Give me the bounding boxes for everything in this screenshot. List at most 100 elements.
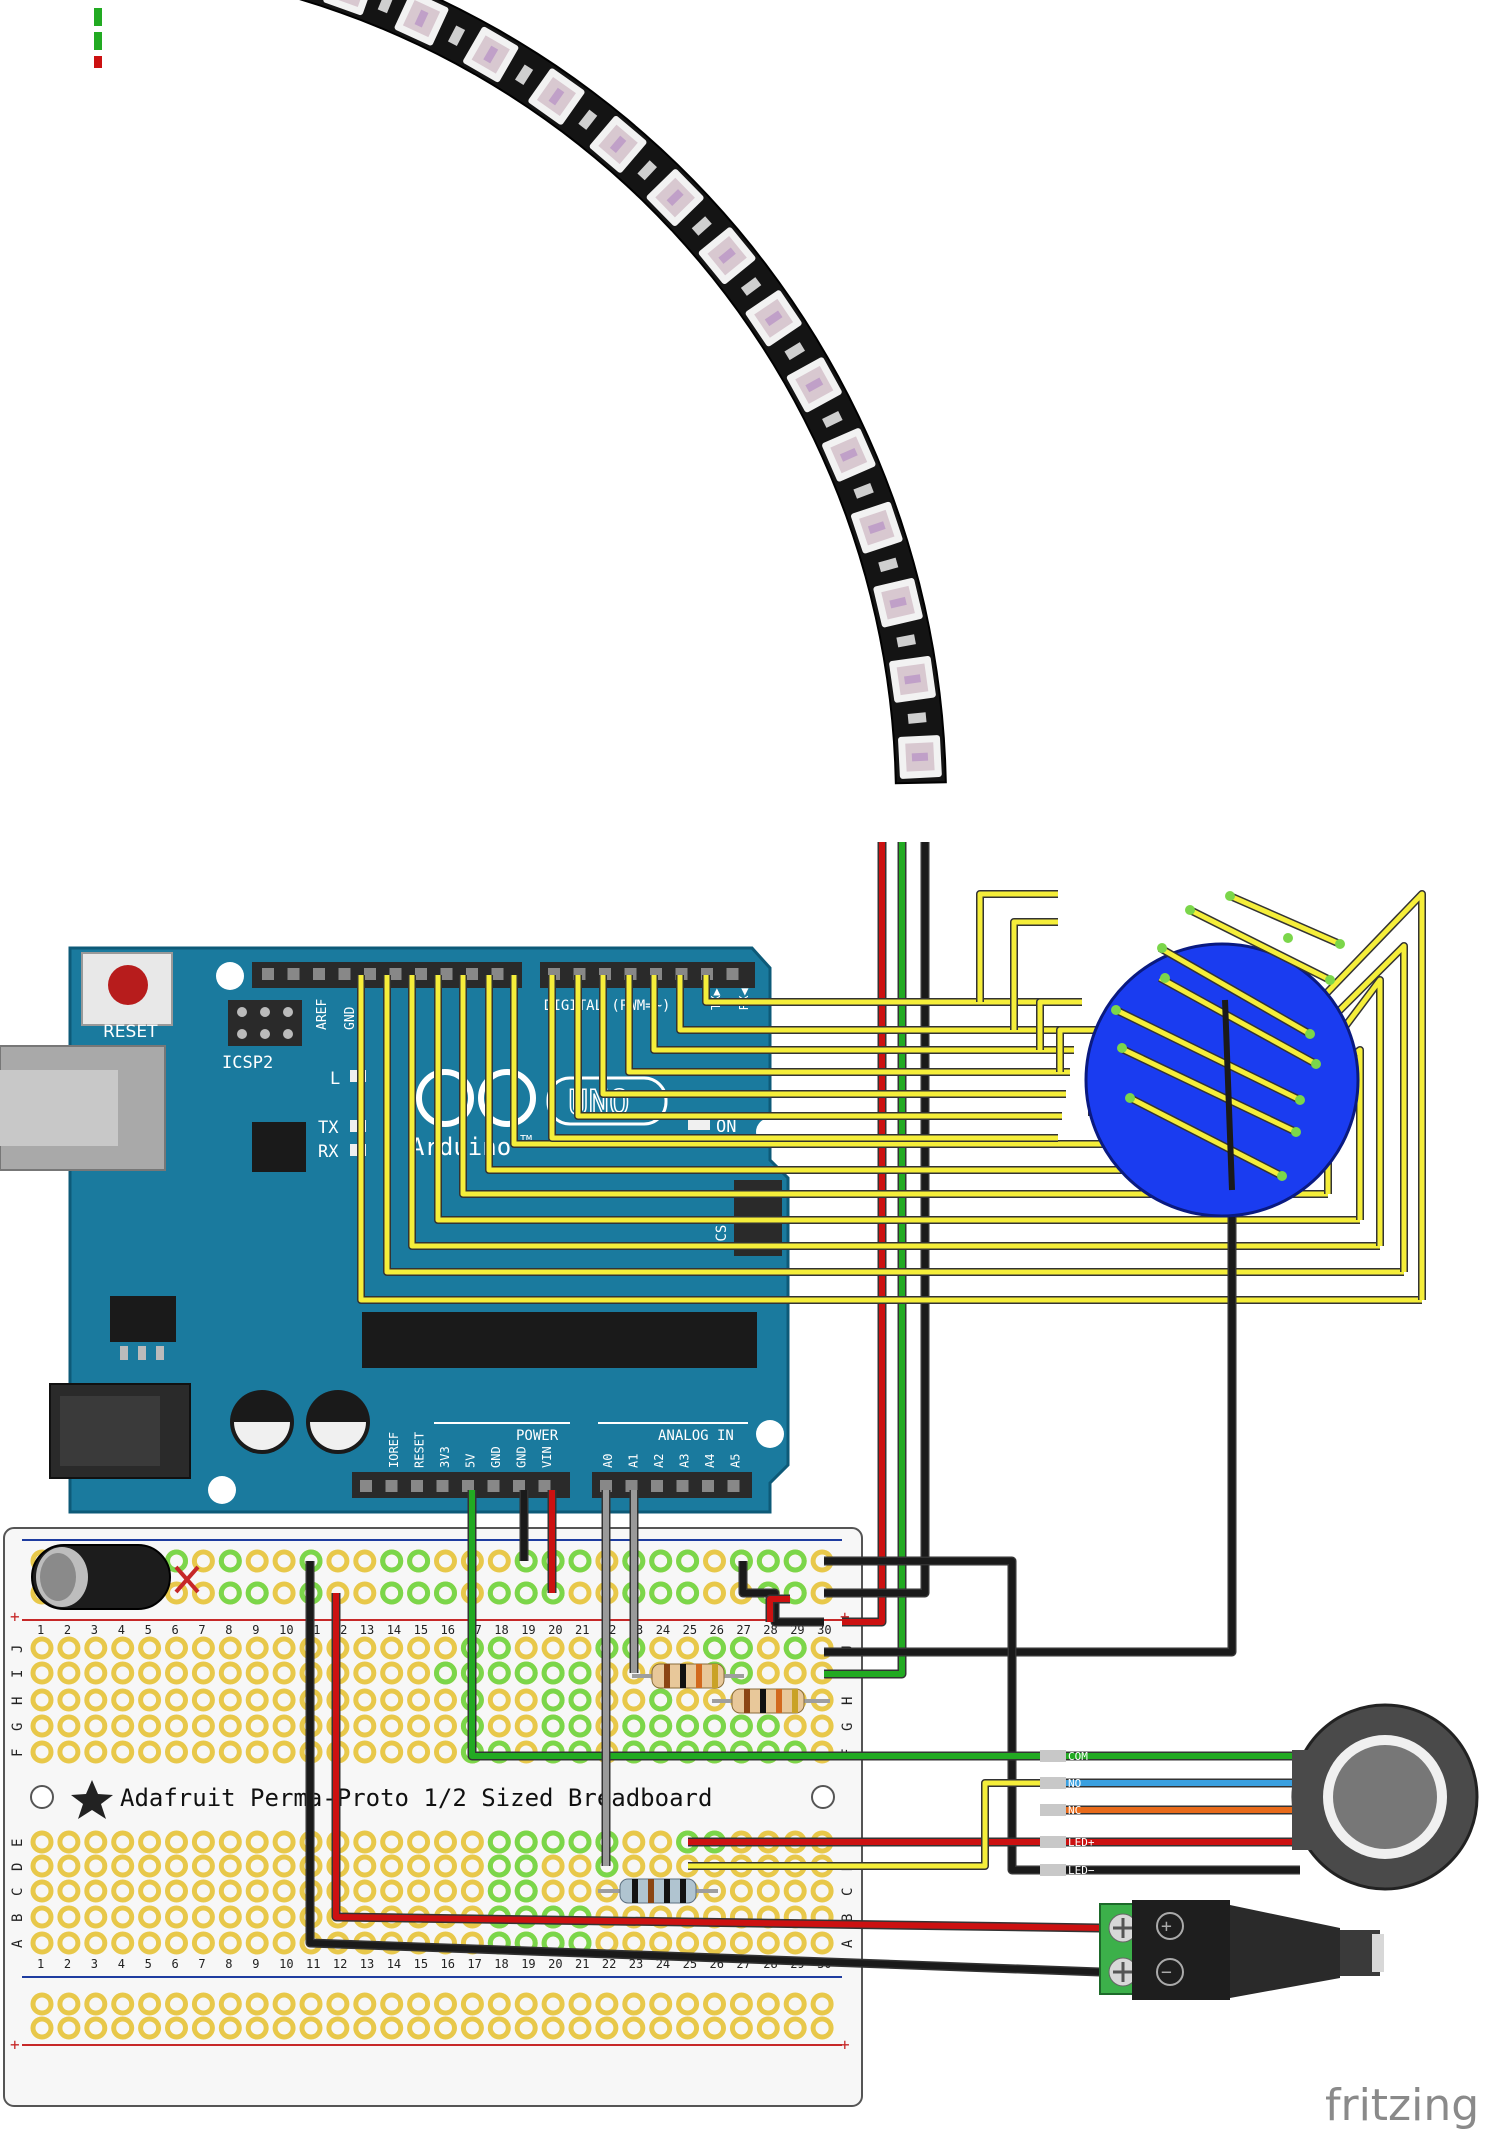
breadboard-hole-used[interactable] (407, 1549, 431, 1573)
breadboard-hole-used[interactable] (514, 1830, 538, 1854)
breadboard-hole[interactable] (487, 1992, 511, 2016)
breadboard-hole[interactable] (272, 1714, 296, 1738)
breadboard-hole[interactable] (165, 1931, 188, 1955)
breadboard-hole[interactable] (729, 1879, 753, 1903)
breadboard-hole[interactable] (84, 1740, 108, 1764)
breadboard-hole[interactable] (326, 1992, 350, 2016)
breadboard-hole[interactable] (218, 1854, 242, 1878)
breadboard-hole[interactable] (245, 1931, 269, 1955)
breadboard-hole[interactable] (111, 1992, 135, 2016)
breadboard-hole[interactable] (272, 1549, 296, 1573)
header-pin[interactable] (538, 1480, 551, 1492)
breadboard-hole[interactable] (703, 2016, 726, 2040)
breadboard-hole[interactable] (380, 1879, 404, 1903)
breadboard-hole-used[interactable] (783, 1549, 807, 1573)
breadboard-hole[interactable] (783, 1931, 807, 1955)
breadboard-hole[interactable] (272, 1688, 296, 1712)
breadboard-hole[interactable] (165, 1879, 188, 1903)
breadboard-hole[interactable] (568, 1992, 592, 2016)
header-pin[interactable] (727, 1480, 740, 1492)
breadboard-hole[interactable] (272, 1581, 296, 1605)
breadboard-hole[interactable] (191, 1830, 215, 1854)
breadboard-hole-used[interactable] (434, 1581, 457, 1605)
breadboard-hole[interactable] (434, 1830, 457, 1854)
breadboard-hole[interactable] (218, 1992, 242, 2016)
breadboard-hole[interactable] (245, 1830, 269, 1854)
breadboard-hole[interactable] (353, 2016, 377, 2040)
breadboard-hole[interactable] (407, 1879, 431, 1903)
breadboard-hole[interactable] (380, 2016, 404, 2040)
breadboard-hole[interactable] (810, 1714, 834, 1738)
breadboard-hole[interactable] (380, 1714, 404, 1738)
breadboard-hole[interactable] (165, 2016, 188, 2040)
breadboard-hole[interactable] (568, 1854, 592, 1878)
header-pin[interactable] (702, 1480, 714, 1492)
breadboard-hole[interactable] (138, 1879, 162, 1903)
reset-button-cap[interactable] (108, 965, 148, 1005)
breadboard-hole[interactable] (434, 1688, 457, 1712)
breadboard-hole[interactable] (165, 1688, 188, 1712)
breadboard-hole-used[interactable] (676, 1714, 700, 1738)
breadboard-hole-used[interactable] (756, 1714, 780, 1738)
breadboard-hole[interactable] (514, 1688, 538, 1712)
breadboard-hole-used[interactable] (622, 1714, 646, 1738)
breadboard-hole[interactable] (326, 2016, 350, 2040)
breadboard-hole[interactable] (245, 1636, 269, 1660)
breadboard-hole[interactable] (138, 1931, 162, 1955)
breadboard-hole[interactable] (272, 1905, 296, 1929)
breadboard-hole[interactable] (30, 1688, 54, 1712)
breadboard-hole[interactable] (57, 1714, 81, 1738)
breadboard-hole[interactable] (272, 2016, 296, 2040)
breadboard-hole[interactable] (165, 1992, 188, 2016)
header-pin[interactable] (364, 968, 376, 980)
header-pin[interactable] (385, 1480, 398, 1492)
breadboard-hole[interactable] (703, 1992, 726, 2016)
breadboard-hole[interactable] (622, 1688, 646, 1712)
breadboard-hole[interactable] (111, 1661, 135, 1685)
breadboard-hole[interactable] (460, 1992, 484, 2016)
breadboard-hole[interactable] (84, 1830, 108, 1854)
breadboard-hole-used[interactable] (783, 1581, 807, 1605)
breadboard-hole[interactable] (165, 1661, 188, 1685)
breadboard-hole[interactable] (703, 1549, 726, 1573)
breadboard-hole[interactable] (729, 1992, 753, 2016)
breadboard-hole-used[interactable] (676, 1581, 700, 1605)
breadboard-hole[interactable] (245, 2016, 269, 2040)
breadboard-hole[interactable] (487, 1688, 511, 1712)
breadboard-hole-used[interactable] (729, 1661, 753, 1685)
breadboard-hole[interactable] (703, 1581, 726, 1605)
breadboard-hole[interactable] (84, 1661, 108, 1685)
breadboard-hole[interactable] (434, 2016, 457, 2040)
breadboard-hole[interactable] (57, 1931, 81, 1955)
breadboard-hole-used[interactable] (514, 1879, 538, 1903)
breadboard-hole[interactable] (30, 1830, 54, 1854)
breadboard-hole[interactable] (138, 1688, 162, 1712)
breadboard-hole[interactable] (111, 1854, 135, 1878)
breadboard-hole[interactable] (783, 1661, 807, 1685)
header-pin[interactable] (411, 1480, 423, 1492)
breadboard-hole[interactable] (138, 1854, 162, 1878)
breadboard-hole[interactable] (245, 1740, 269, 1764)
breadboard-hole[interactable] (138, 1905, 162, 1929)
breadboard-hole[interactable] (729, 1931, 753, 1955)
breadboard-hole[interactable] (138, 1661, 162, 1685)
breadboard-hole[interactable] (245, 1661, 269, 1685)
breadboard-hole[interactable] (218, 1740, 242, 1764)
breadboard-hole-used[interactable] (541, 1688, 565, 1712)
breadboard-hole[interactable] (514, 2016, 538, 2040)
breadboard-hole[interactable] (622, 1854, 646, 1878)
breadboard-hole[interactable] (407, 1688, 431, 1712)
breadboard-hole[interactable] (57, 2016, 81, 2040)
breadboard-hole[interactable] (460, 2016, 484, 2040)
breadboard-hole[interactable] (30, 1992, 54, 2016)
breadboard-hole[interactable] (487, 1714, 511, 1738)
breadboard-hole[interactable] (380, 1854, 404, 1878)
header-pin[interactable] (440, 968, 453, 980)
breadboard-hole[interactable] (272, 1636, 296, 1660)
breadboard-hole[interactable] (218, 1714, 242, 1738)
breadboard-hole[interactable] (30, 2016, 54, 2040)
breadboard-hole[interactable] (165, 1830, 188, 1854)
breadboard-hole[interactable] (57, 1740, 81, 1764)
breadboard-hole[interactable] (676, 1636, 700, 1660)
breadboard-hole[interactable] (272, 1854, 296, 1878)
